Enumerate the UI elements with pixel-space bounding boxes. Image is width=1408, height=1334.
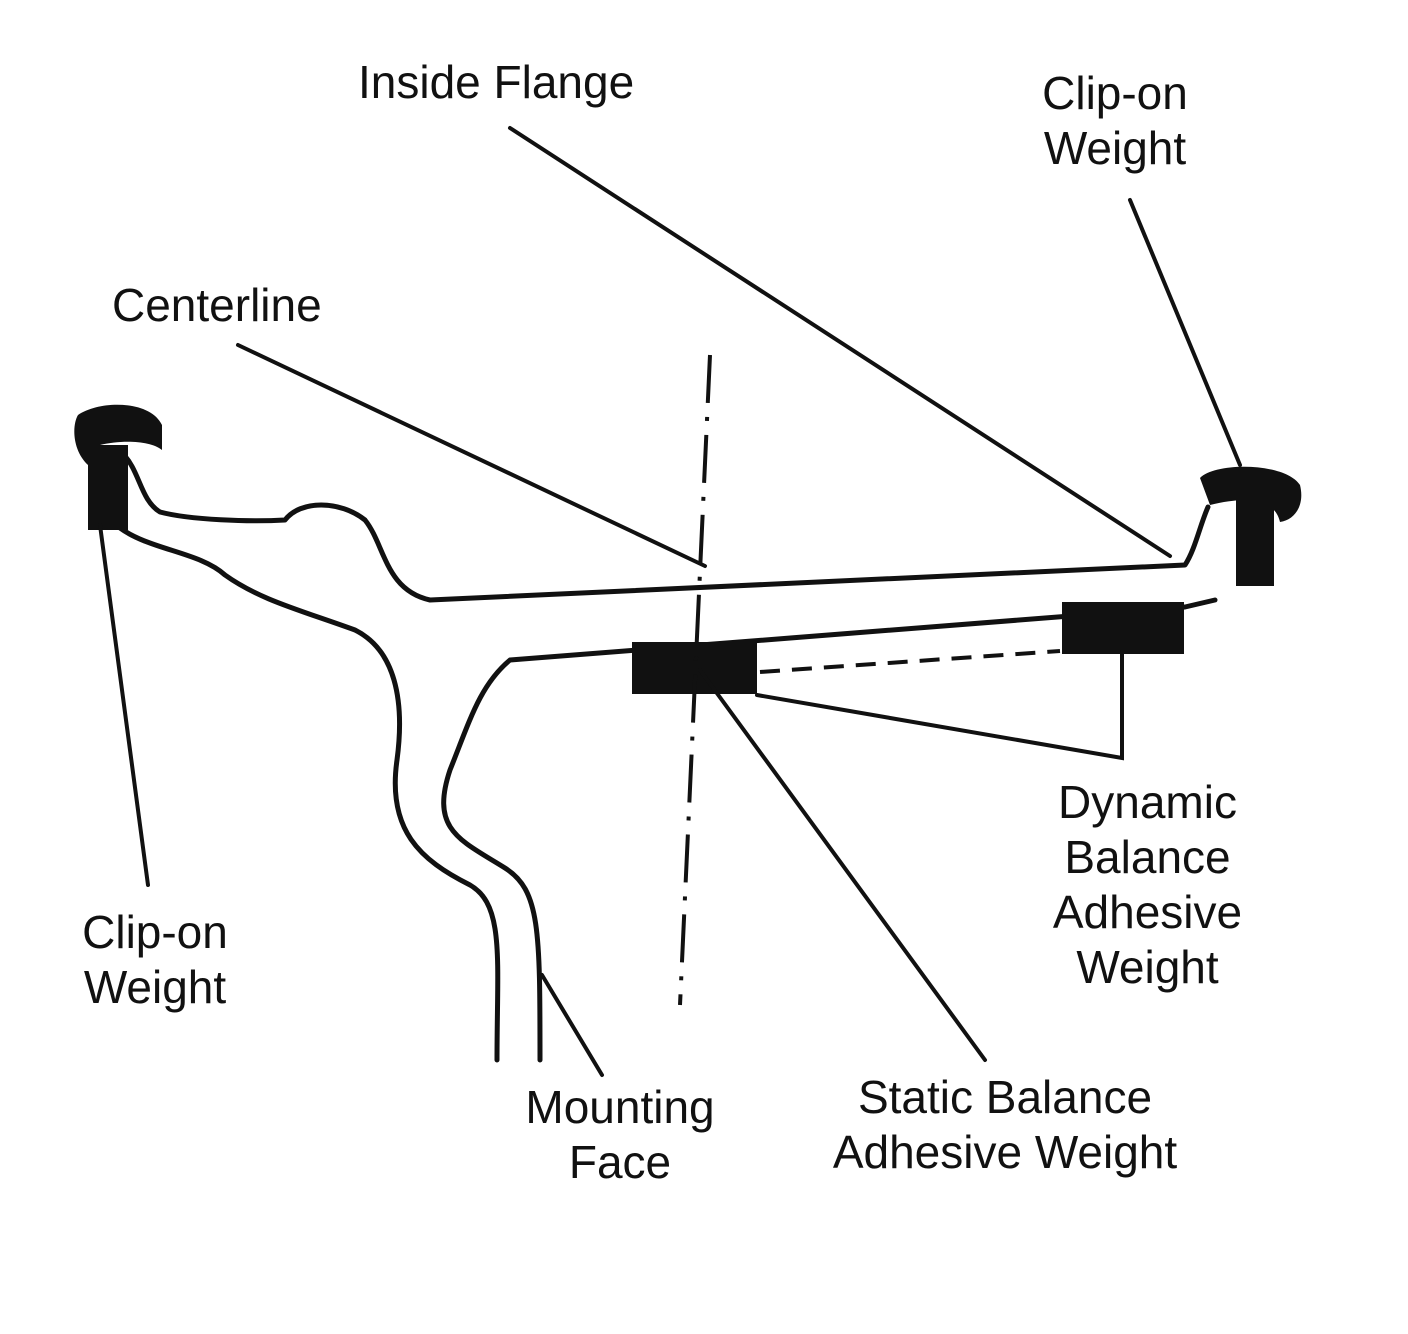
label-clip-on-weight-right: Clip-on Weight: [1042, 67, 1188, 174]
leader-left-clip-on: [98, 523, 150, 887]
right-clip-on-weight: [1200, 466, 1302, 586]
leader-dynamic-balance: [755, 650, 1124, 761]
rim-profile: [117, 450, 1218, 1063]
leader-lines: [98, 126, 1242, 1077]
rim-inner-edge: [117, 525, 501, 1063]
label-mounting-face: Mounting Face: [525, 1081, 715, 1188]
wheel-barrel: [441, 597, 1218, 1063]
leader-inside-flange: [508, 126, 1172, 558]
rim-outer-edge: [119, 450, 1211, 603]
left-clip-on-weight: [74, 404, 162, 530]
weight-plane-dashed-line: [759, 649, 1061, 674]
label-centerline: Centerline: [112, 279, 322, 331]
leader-right-clip-on: [1128, 198, 1242, 467]
leader-mounting-face: [540, 973, 604, 1077]
label-inside-flange: Inside Flange: [358, 56, 635, 108]
label-dynamic-balance: Dynamic Balance Adhesive Weight: [1052, 776, 1243, 993]
leader-centerline: [236, 343, 707, 568]
label-static-balance: Static Balance Adhesive Weight: [832, 1071, 1178, 1178]
dynamic-balance-adhesive-weight-block: [1062, 602, 1184, 654]
label-clip-on-weight-left: Clip-on Weight: [82, 906, 228, 1013]
centerline-axis: [678, 354, 712, 1006]
leader-static-balance: [698, 668, 987, 1062]
